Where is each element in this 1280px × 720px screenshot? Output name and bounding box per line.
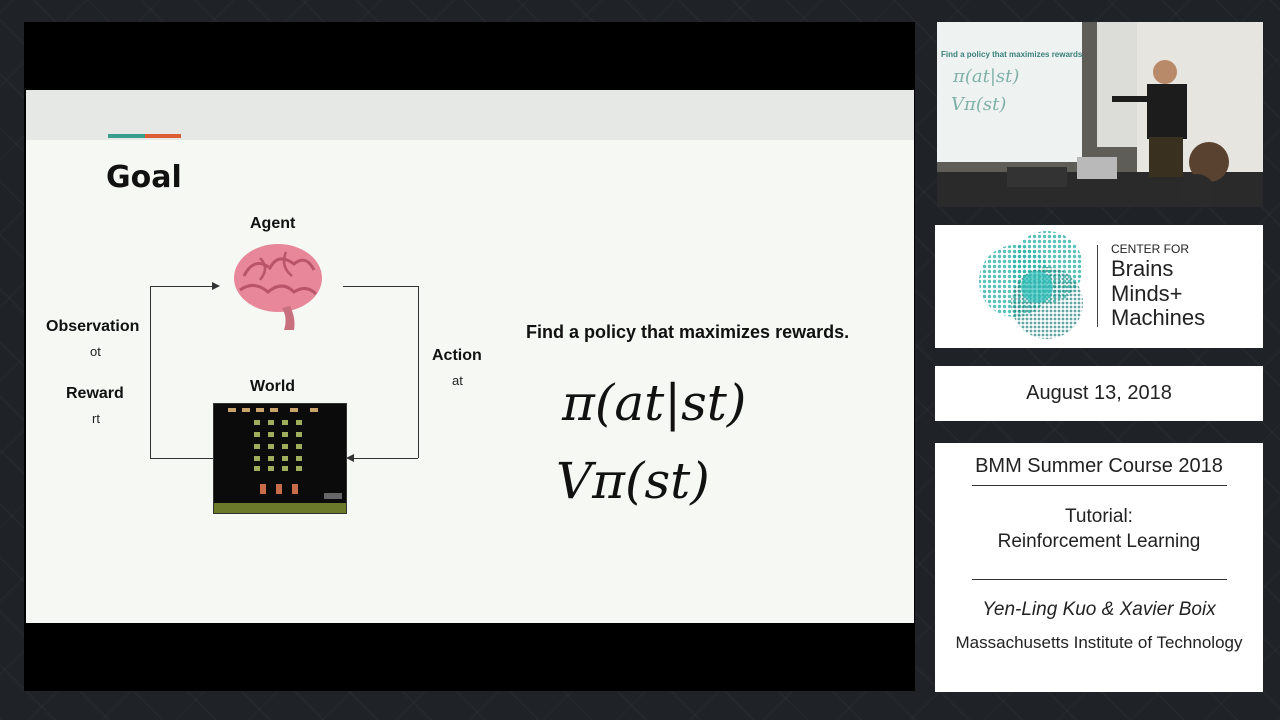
lecture-date: August 13, 2018 (1026, 382, 1172, 404)
world-label: World (250, 378, 296, 395)
observation-symbol: ot (90, 344, 101, 359)
observation-label: Observation (46, 318, 140, 335)
slide: Goal Agent World (26, 90, 914, 623)
policy-tagline: Find a policy that maximizes rewards. (526, 322, 850, 342)
camera-scene (937, 22, 1263, 207)
camera-screen-eq-policy: π(at|st) (953, 66, 1020, 87)
loop-line-right-top (343, 286, 418, 287)
value-equation: Vπ(st) (556, 452, 710, 510)
camera-screen-text: Find a policy that maximizes rewards. (941, 50, 1085, 59)
course-divider-top (972, 485, 1227, 486)
course-divider-bottom (972, 579, 1227, 580)
game-screen-graphic (214, 408, 346, 513)
loop-line-left-vertical (150, 286, 151, 458)
reward-symbol: rt (92, 411, 100, 426)
accent-bar-orange (145, 134, 181, 138)
tutorial-topic: Reinforcement Learning (997, 531, 1201, 552)
date-panel: August 13, 2018 (935, 366, 1263, 421)
loop-line-right-vertical (418, 286, 419, 458)
space-invaders-game-image (213, 403, 347, 514)
slide-title: Goal (106, 160, 182, 195)
action-label: Action (432, 347, 482, 364)
logo-center-for: CENTER FOR (1111, 242, 1189, 256)
reward-label: Reward (66, 385, 124, 402)
action-symbol: at (452, 373, 463, 388)
institution: Massachusetts Institute of Technology (955, 633, 1243, 652)
brain-icon (234, 244, 322, 330)
speaker-camera-feed: Find a policy that maximizes rewards. π(… (937, 22, 1263, 207)
logo-machines: Machines (1111, 305, 1206, 330)
tutorial-label: Tutorial: (1065, 506, 1133, 527)
cbmm-logo-panel: CENTER FOR Brains Minds+ Machines (935, 225, 1263, 348)
agent-label: Agent (250, 215, 296, 232)
course-title: BMM Summer Course 2018 (975, 455, 1223, 477)
course-info-panel: BMM Summer Course 2018 Tutorial: Reinfor… (935, 443, 1263, 692)
logo-divider (1097, 245, 1098, 327)
arrowhead-to-world (346, 454, 354, 462)
accent-bar-teal (108, 134, 145, 138)
slide-player: Goal Agent World (24, 22, 915, 691)
cbmm-logo-icon (979, 231, 1083, 339)
loop-line-left-top (150, 286, 214, 287)
logo-minds: Minds+ (1111, 281, 1183, 306)
loop-line-left-bottom (150, 458, 213, 459)
loop-line-right-bottom (354, 458, 418, 459)
policy-equation: π(at|st) (562, 374, 747, 432)
arrowhead-to-agent (212, 282, 220, 290)
logo-brains: Brains (1111, 256, 1174, 281)
authors: Yen-Ling Kuo & Xavier Boix (982, 599, 1216, 620)
camera-screen-eq-value: Vπ(st) (951, 94, 1007, 115)
slide-header-band (26, 90, 914, 140)
